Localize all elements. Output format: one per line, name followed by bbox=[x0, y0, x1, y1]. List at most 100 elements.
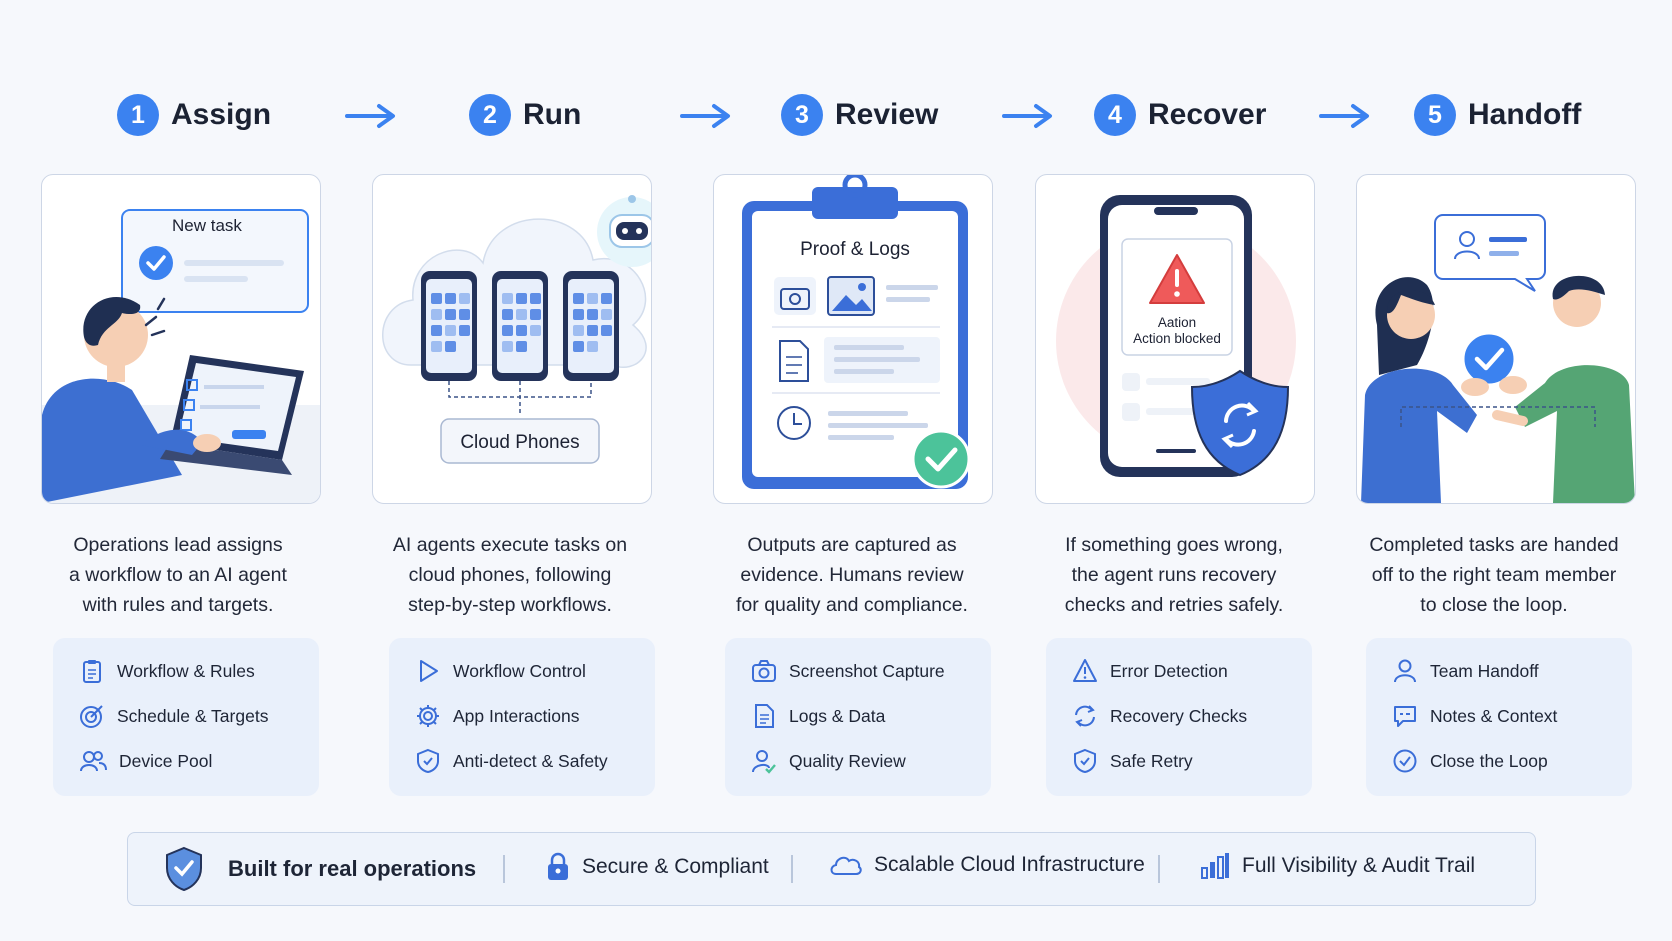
step-title: Run bbox=[523, 98, 582, 131]
check-circle-icon bbox=[1461, 331, 1517, 387]
arrow-right-icon bbox=[345, 104, 395, 128]
warning-icon bbox=[1073, 659, 1097, 682]
feature-item: Screenshot Capture bbox=[751, 658, 945, 684]
feature-label: Team Handoff bbox=[1430, 660, 1539, 681]
step-title: Assign bbox=[171, 98, 272, 131]
feature-item: Workflow Control bbox=[415, 658, 586, 684]
banner-divider bbox=[1158, 855, 1160, 883]
clipboard-icon bbox=[83, 660, 101, 683]
illustration-review: Proof & Logs bbox=[713, 174, 993, 504]
check-circle-icon bbox=[1393, 749, 1417, 773]
user-icon bbox=[1394, 659, 1416, 683]
lock-icon bbox=[548, 852, 568, 880]
step-header-review: 3 Review bbox=[781, 94, 938, 136]
chat-icon bbox=[1394, 706, 1416, 727]
feature-item: Close the Loop bbox=[1392, 748, 1548, 774]
step-title: Review bbox=[835, 98, 939, 131]
feature-item: Device Pool bbox=[79, 748, 212, 774]
description-line: off to the right team member bbox=[1371, 564, 1617, 586]
step-title: Handoff bbox=[1468, 98, 1582, 131]
feature-item: Safe Retry bbox=[1072, 748, 1193, 774]
feature-item: Team Handoff bbox=[1392, 658, 1539, 684]
arrow-right-icon bbox=[1319, 104, 1369, 128]
step-description-run: AI agents execute tasks on cloud phones,… bbox=[360, 530, 660, 620]
feature-panel-run: Workflow Control App Interactions Anti-d… bbox=[389, 638, 655, 796]
target-icon bbox=[80, 705, 103, 728]
illustration-run: Cloud Phones bbox=[372, 174, 652, 504]
step-number-badge: 4 bbox=[1094, 94, 1136, 136]
banner-headline: Built for real operations bbox=[164, 846, 476, 892]
feature-label: Anti-detect & Safety bbox=[453, 750, 608, 771]
banner-item-label: Scalable Cloud Infrastructure bbox=[874, 853, 1145, 876]
feature-item: Quality Review bbox=[751, 748, 906, 774]
feature-label: Quality Review bbox=[789, 750, 906, 771]
gear-icon bbox=[417, 705, 439, 727]
description-line: If something goes wrong, bbox=[1065, 534, 1283, 556]
feature-item: Error Detection bbox=[1072, 658, 1228, 684]
step-description-recover: If something goes wrong, the agent runs … bbox=[1024, 530, 1324, 620]
shield-refresh-icon bbox=[1190, 369, 1290, 477]
illustration-handoff bbox=[1356, 174, 1636, 504]
shield-check-icon bbox=[417, 748, 439, 774]
step-header-run: 2 Run bbox=[469, 94, 581, 136]
description-line: checks and retries safely. bbox=[1064, 594, 1284, 616]
cloud-icon bbox=[830, 856, 862, 875]
new-task-label: New task bbox=[172, 216, 242, 235]
banner-item: Scalable Cloud Infrastructure bbox=[828, 852, 1145, 878]
feature-label: Device Pool bbox=[119, 750, 213, 771]
feature-item: Notes & Context bbox=[1392, 703, 1557, 729]
arrow-right-icon bbox=[680, 104, 730, 128]
step-description-review: Outputs are captured as evidence. Humans… bbox=[702, 530, 1002, 620]
feature-item: Anti-detect & Safety bbox=[415, 748, 608, 774]
banner-headline-text: Built for real operations bbox=[228, 856, 477, 881]
feature-label: Safe Retry bbox=[1110, 750, 1193, 771]
clock-icon bbox=[777, 406, 811, 440]
feature-label: Workflow Control bbox=[453, 660, 586, 681]
document-icon bbox=[779, 340, 809, 382]
refresh-icon bbox=[1075, 705, 1095, 727]
user-check-icon bbox=[752, 750, 776, 774]
phone-grid bbox=[421, 271, 619, 381]
description-line: with rules and targets. bbox=[82, 594, 274, 616]
check-badge-icon bbox=[911, 429, 971, 489]
feature-label: Schedule & Targets bbox=[117, 705, 269, 726]
bar-chart-icon bbox=[1201, 853, 1229, 879]
description-line: Operations lead assigns bbox=[73, 534, 283, 556]
description-line: cloud phones, following bbox=[408, 564, 612, 586]
banner-item-label: Full Visibility & Audit Trail bbox=[1242, 854, 1476, 877]
step-header-assign: 1 Assign bbox=[117, 94, 271, 136]
feature-panel-assign: Workflow & Rules Schedule & Targets Devi… bbox=[53, 638, 319, 796]
step-header-handoff: 5 Handoff bbox=[1414, 94, 1581, 136]
banner-item: Full Visibility & Audit Trail bbox=[1200, 852, 1475, 880]
feature-label: Notes & Context bbox=[1430, 705, 1558, 726]
feature-label: Recovery Checks bbox=[1110, 705, 1248, 726]
feature-panel-handoff: Team Handoff Notes & Context Close the L… bbox=[1366, 638, 1632, 796]
description-line: evidence. Humans review bbox=[740, 564, 964, 586]
operations-banner: Built for real operations Secure & Compl… bbox=[127, 832, 1536, 906]
camera-icon bbox=[752, 660, 776, 682]
feature-item: Logs & Data bbox=[751, 703, 885, 729]
step-number-badge: 2 bbox=[469, 94, 511, 136]
description-line: to close the loop. bbox=[1420, 594, 1568, 616]
description-line: a workflow to an AI agent bbox=[69, 564, 287, 586]
users-icon bbox=[80, 751, 107, 772]
step-title: Recover bbox=[1148, 98, 1267, 131]
description-line: AI agents execute tasks on bbox=[392, 534, 628, 556]
step-description-assign: Operations lead assigns a workflow to an… bbox=[28, 530, 328, 620]
feature-label: App Interactions bbox=[453, 705, 580, 726]
description-line: for quality and compliance. bbox=[736, 594, 968, 616]
shield-check-icon bbox=[166, 846, 202, 892]
feature-label: Screenshot Capture bbox=[789, 660, 945, 681]
banner-divider bbox=[503, 855, 505, 883]
alert-title: Aation bbox=[1158, 315, 1196, 330]
step-number-badge: 1 bbox=[117, 94, 159, 136]
description-line: Outputs are captured as bbox=[747, 534, 957, 556]
description-line: Completed tasks are handed bbox=[1369, 534, 1619, 556]
step-description-handoff: Completed tasks are handed off to the ri… bbox=[1344, 530, 1644, 620]
illustration-recover: Aation Action blocked bbox=[1035, 174, 1315, 504]
feature-label: Error Detection bbox=[1110, 660, 1228, 681]
feature-label: Workflow & Rules bbox=[117, 660, 255, 681]
feature-panel-review: Screenshot Capture Logs & Data Quality R… bbox=[725, 638, 991, 796]
document-icon bbox=[755, 704, 774, 728]
shield-check-icon bbox=[1074, 748, 1096, 774]
